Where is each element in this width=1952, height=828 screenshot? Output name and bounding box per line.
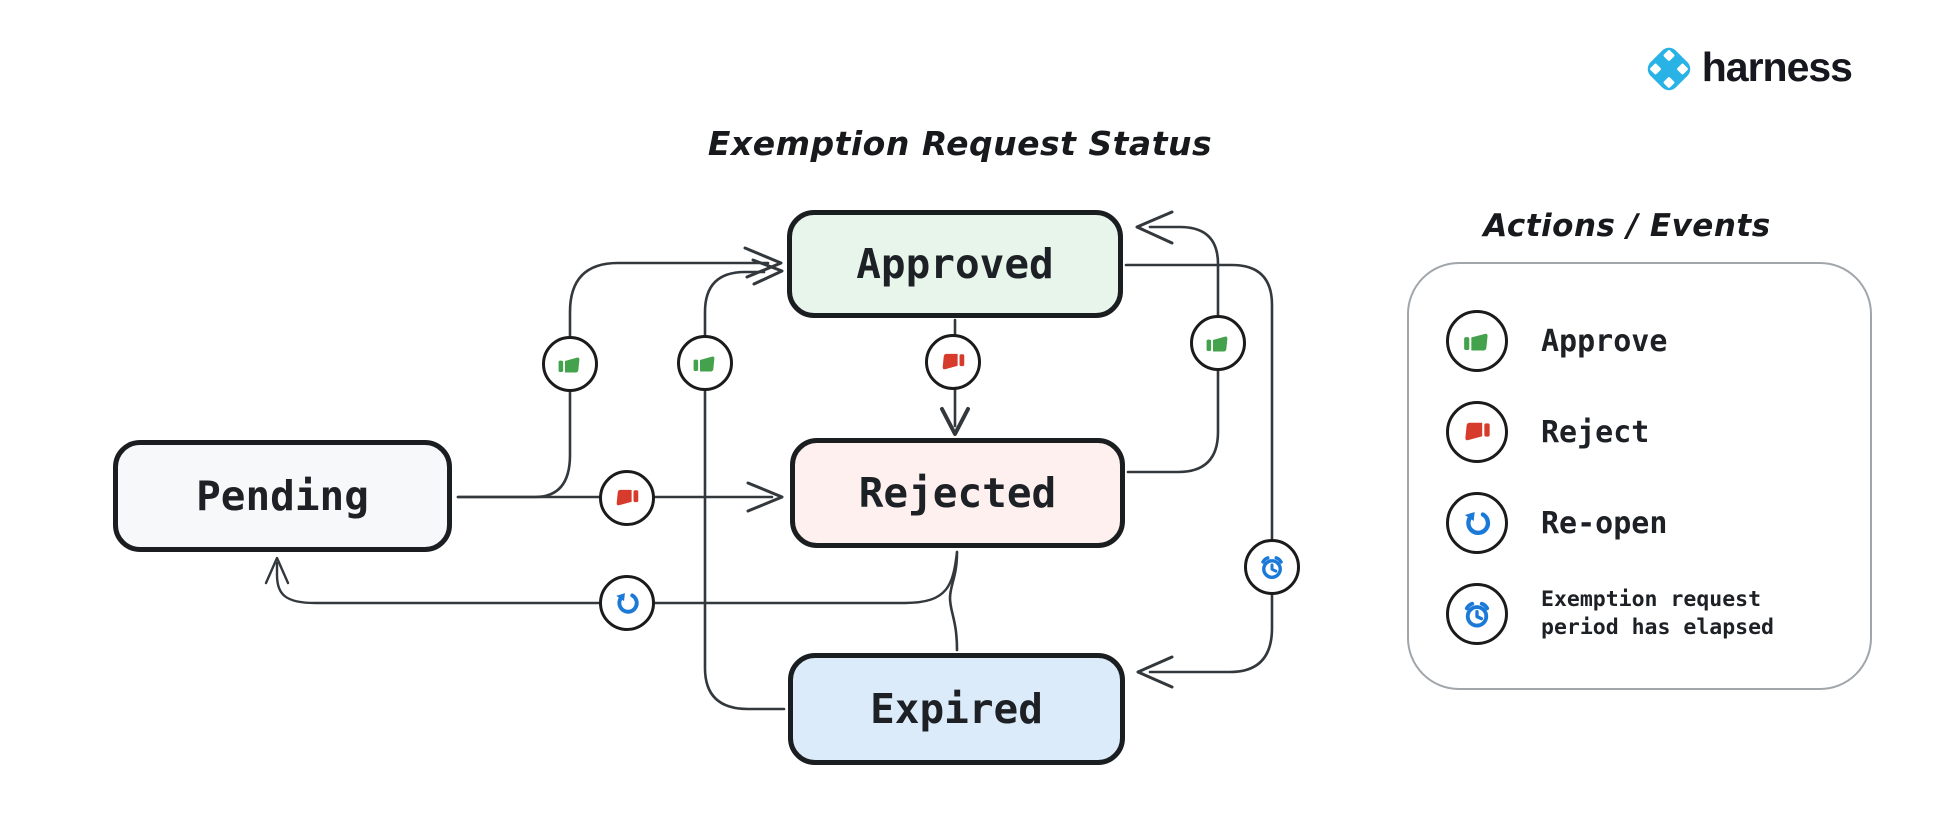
legend-item-reopen: Re-open (1446, 492, 1870, 554)
legend-item-approve: Approve (1446, 310, 1870, 372)
thumbs-up-icon (1206, 336, 1228, 352)
legend-item-reject: Reject (1446, 401, 1870, 463)
diagram-title: Exemption Request Status (707, 124, 1213, 163)
legend-approve-label: Approve (1541, 323, 1668, 359)
reopen-badge-rejected-pending (599, 575, 655, 631)
legend-reopen-label: Re-open (1541, 505, 1668, 541)
thumbs-up-icon (558, 357, 580, 373)
thumbs-down-icon (1465, 422, 1491, 441)
reject-badge-approved-rejected (925, 334, 981, 390)
state-approved-label: Approved (856, 240, 1054, 288)
state-pending-label: Pending (196, 472, 369, 520)
edge-rejected-pending (264, 550, 959, 605)
thumbs-down-icon (616, 489, 639, 506)
legend-title: Actions / Events (1483, 208, 1771, 244)
legend-reject-label: Reject (1541, 414, 1650, 450)
approve-badge-expired-approved (677, 335, 733, 391)
alarm-clock-icon (1464, 601, 1490, 628)
approve-badge-pending-approved (542, 336, 598, 392)
state-pending: Pending (113, 440, 452, 552)
edge-expired-approved (703, 258, 786, 711)
state-approved: Approved (787, 210, 1123, 318)
legend-item-elapsed: Exemption request period has elapsed (1446, 583, 1870, 645)
harness-logo: harness (1642, 42, 1853, 96)
reopen-icon (614, 591, 639, 614)
legend-reopen-badge (1446, 492, 1508, 554)
alarm-clock-icon (1261, 556, 1283, 579)
thumbs-up-icon (1463, 333, 1488, 351)
legend-alarm-badge (1446, 583, 1508, 645)
state-expired: Expired (788, 653, 1125, 765)
approve-badge-rejected-approved (1190, 315, 1246, 371)
reject-badge-pending-rejected (599, 470, 655, 526)
state-rejected-label: Rejected (858, 469, 1057, 517)
legend-elapsed-label: Exemption request period has elapsed (1541, 586, 1774, 640)
alarm-badge-approved-expired (1244, 539, 1300, 595)
legend-box: Approve Reject Re-open Exemption request… (1407, 262, 1872, 690)
legend-approve-badge (1446, 310, 1508, 372)
harness-logo-icon (1647, 47, 1690, 91)
edge-rejected-expired (948, 550, 959, 652)
state-rejected: Rejected (790, 438, 1125, 548)
legend-reject-badge (1446, 401, 1508, 463)
edge-pending-approved (456, 246, 783, 499)
reopen-icon (1459, 505, 1495, 541)
harness-logo-text: harness (1701, 43, 1853, 90)
edge-approved-expired (1124, 263, 1274, 689)
thumbs-up-icon (693, 356, 715, 372)
thumbs-down-icon (942, 353, 965, 370)
state-expired-label: Expired (870, 685, 1043, 733)
